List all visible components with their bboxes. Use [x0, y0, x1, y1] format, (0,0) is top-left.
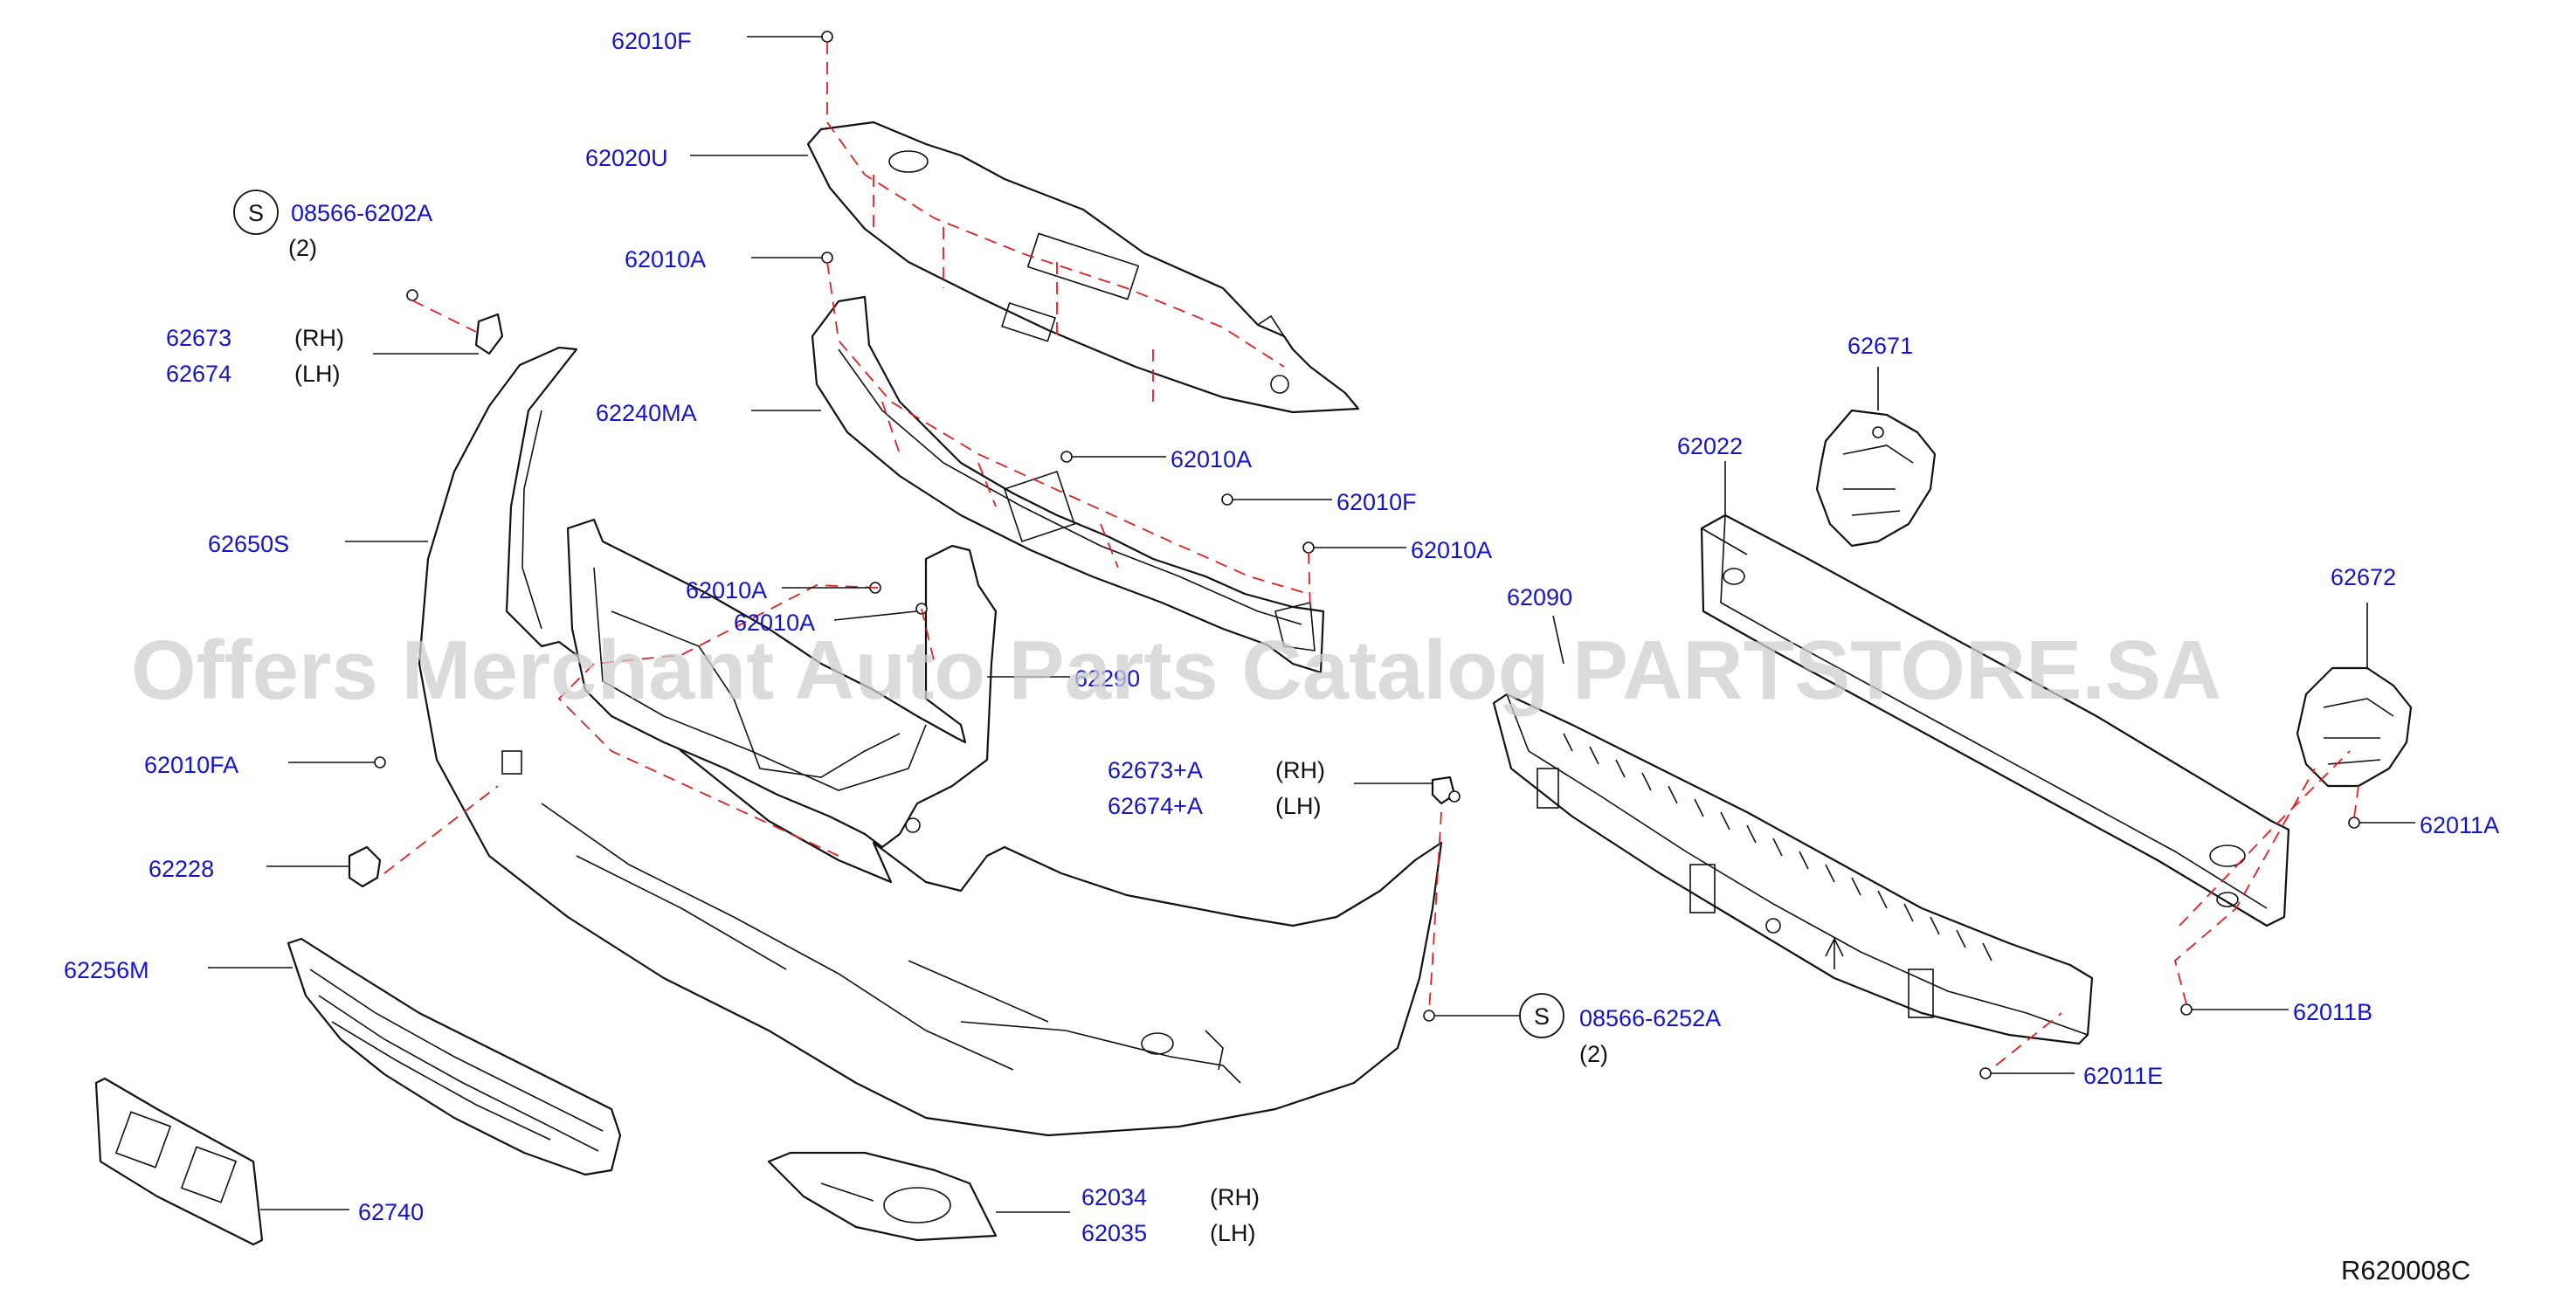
callout-62290[interactable]: 62290	[1074, 665, 1140, 692]
callout-62011b[interactable]: 62011B	[2293, 999, 2372, 1025]
callout-62034[interactable]: 62034	[1081, 1184, 1147, 1210]
callout-62240ma[interactable]: 62240MA	[596, 400, 697, 426]
part-callouts: 62010F 62020U 08566-6202A (2) 62010A 626…	[64, 28, 2499, 1246]
callout-62010a-2[interactable]: 62010A	[1171, 446, 1252, 472]
energy-absorber-part	[1492, 693, 2094, 1045]
callout-08566-6252a[interactable]: 08566-6252A	[1579, 1005, 1721, 1031]
callout-62034-side: (RH)	[1210, 1184, 1260, 1210]
callout-62673a[interactable]: 62673+A	[1108, 757, 1203, 783]
bumper-support-frame-part	[566, 518, 998, 849]
watermark-text: Offers Merchant Auto Parts Catalog PARTS…	[131, 624, 2221, 717]
lower-grille-part	[287, 937, 622, 1176]
callout-62035-side: (LH)	[1210, 1220, 1256, 1246]
s-symbol-text: S	[1534, 1003, 1550, 1030]
callout-62673a-side: (RH)	[1275, 757, 1325, 783]
license-plate-bracket-part	[94, 1077, 264, 1246]
front-bumper-fascia-part	[418, 346, 1443, 1137]
callout-62035[interactable]: 62035	[1081, 1220, 1147, 1246]
front-reinforcement-beam-part	[1700, 514, 2290, 927]
diagram-reference-code: R620008C	[2341, 1255, 2470, 1286]
callout-62011a[interactable]: 62011A	[2420, 812, 2499, 838]
callout-62010a-5[interactable]: 62010A	[734, 610, 815, 636]
callout-62010fa[interactable]: 62010FA	[144, 752, 238, 778]
callout-62672[interactable]: 62672	[2331, 564, 2396, 590]
callout-08566-6202a-qty: (2)	[288, 235, 317, 261]
service-symbol-lower: S	[1519, 993, 1564, 1038]
s-symbol-text: S	[248, 200, 264, 226]
callout-62674-side: (LH)	[294, 361, 341, 387]
service-symbol-upper: S	[233, 190, 279, 235]
callout-62010a-4[interactable]: 62010A	[686, 577, 767, 603]
callout-62010f-mid[interactable]: 62010F	[1336, 489, 1417, 515]
callout-08566-6202a[interactable]: 08566-6202A	[291, 200, 432, 226]
callout-62010a-1[interactable]: 62010A	[625, 246, 706, 272]
callout-62650s[interactable]: 62650S	[208, 531, 289, 557]
callout-62674a-side: (LH)	[1275, 793, 1322, 819]
callout-62674[interactable]: 62674	[166, 361, 231, 387]
callout-62228[interactable]: 62228	[148, 856, 214, 882]
bumper-stay-rh-part	[1815, 409, 1937, 548]
callout-62020u[interactable]: 62020U	[585, 145, 668, 171]
bumper-bracket-upper-part	[474, 313, 504, 355]
alignment-dash-lines	[383, 42, 2359, 1066]
callout-62674a[interactable]: 62674+A	[1108, 793, 1203, 819]
callout-62740[interactable]: 62740	[358, 1199, 424, 1225]
callout-62256m[interactable]: 62256M	[64, 957, 149, 983]
callout-62673-side: (RH)	[294, 325, 344, 351]
leader-lines	[208, 36, 2415, 1213]
callout-62671[interactable]: 62671	[1847, 333, 1913, 359]
callout-62011e[interactable]: 62011E	[2083, 1063, 2163, 1089]
callout-62010a-3[interactable]: 62010A	[1411, 537, 1492, 563]
bumper-stay-lh-part	[2296, 666, 2413, 788]
fog-lamp-finisher-part	[767, 1151, 998, 1242]
callout-62090[interactable]: 62090	[1507, 584, 1572, 610]
callout-62022[interactable]: 62022	[1677, 433, 1743, 459]
upper-reinforcement-part	[811, 295, 1325, 674]
callout-62010f-top[interactable]: 62010F	[611, 28, 692, 54]
radiator-core-cover-part	[806, 121, 1360, 414]
callout-62673[interactable]: 62673	[166, 325, 231, 351]
callout-08566-6252a-qty: (2)	[1579, 1041, 1608, 1067]
tow-hook-cover-part	[348, 845, 382, 888]
